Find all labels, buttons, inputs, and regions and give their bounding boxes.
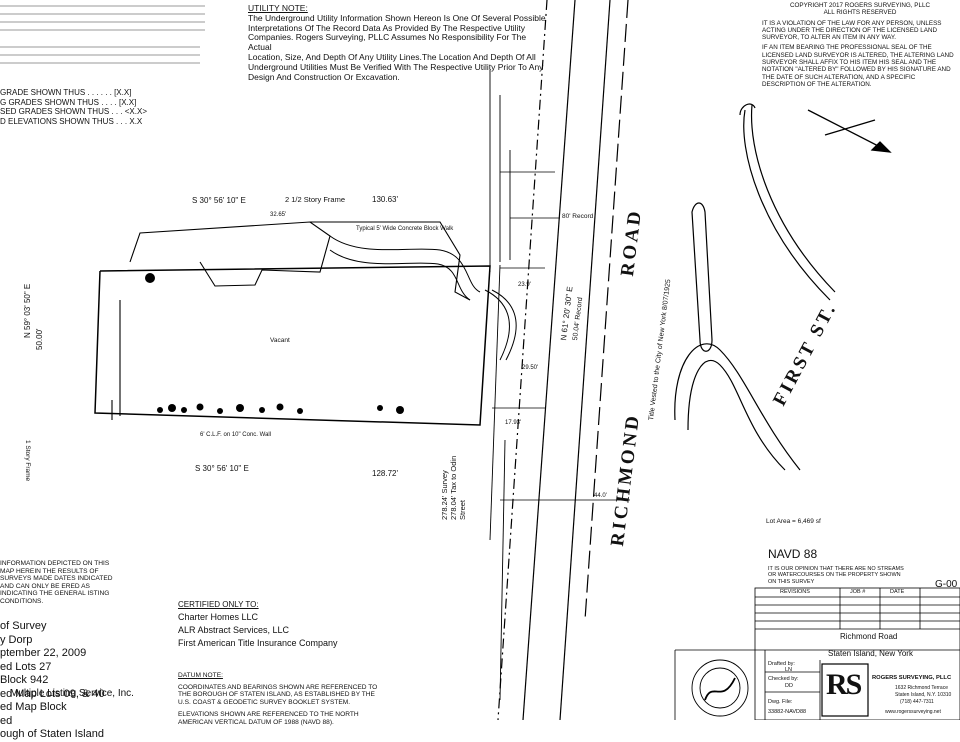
company-logo: RS: [826, 668, 862, 701]
utility-note-heading: UTILITY NOTE:: [248, 3, 308, 13]
job-label: JOB #: [850, 589, 866, 595]
dist-top: 130.63': [372, 195, 398, 204]
utility-note-line: Companies. Rogers Surveying, PLLC Assume…: [248, 32, 527, 53]
project-location: Staten Island, New York: [828, 649, 913, 658]
revisions-label: REVISIONS: [780, 589, 810, 595]
dim-3: 23.9': [518, 282, 531, 288]
utility-note-line: Underground Utilities Must Be Verified W…: [248, 61, 544, 72]
datum-heading: DATUM NOTE:: [178, 672, 223, 679]
copyright-line: COPYRIGHT 2017 ROGERS SURVEYING, PLLC: [789, 2, 931, 9]
certified-heading: CERTIFIED ONLY TO:: [178, 600, 259, 609]
bearing-left: N 59° 03' 50" E: [23, 283, 32, 338]
survey-info-line: ptember 22, 2009: [0, 647, 87, 659]
drafted-label: Drafted by:: [768, 661, 795, 667]
datum-note: DATUM NOTE: COORDINATES AND BEARINGS SHO…: [178, 672, 378, 726]
copyright-note: COPYRIGHT 2017 ROGERS SURVEYING, PLLC AL…: [762, 2, 958, 88]
company-web: www.rogerssurveying.net: [885, 709, 941, 715]
dim-1: 32.65': [270, 212, 287, 218]
company-phone: (718) 447-7311: [900, 699, 934, 705]
legend-line: GRADE SHOWN THUS . . . . . . [X.X]: [0, 88, 132, 97]
legend-line: G GRADES SHOWN THUS . . . . [X.X]: [0, 97, 137, 107]
bearing-left-text: N 59° 03' 50" E: [23, 283, 32, 338]
project-name: Richmond Road: [840, 632, 898, 641]
survey-info-line: of Survey: [0, 620, 47, 632]
utility-note-line: Location, Size, And Depth Of Any Utility…: [248, 51, 536, 62]
street-distance-text: 278.24' Survey 278.04' Tax to Odin Stree…: [440, 455, 467, 520]
checked-label: Checked by:: [768, 676, 799, 682]
sheet-number: G-00: [935, 579, 958, 590]
legend-line: SED GRADES SHOWN THUS . . . <X.X>: [0, 107, 147, 116]
clf-label: 6' C.L.F. on 10" Conc. Wall: [200, 432, 272, 438]
certified-line: ALR Abstract Services, LLC: [178, 625, 290, 635]
dim-5: 17.93': [505, 420, 522, 426]
dist-left-text: 50.00': [35, 328, 44, 350]
copyright-line: ALL RIGHTS RESERVED: [823, 9, 897, 17]
survey-info-line: ed: [0, 714, 13, 727]
survey-info-line: ed Map Block: [0, 701, 67, 713]
legend-line: D ELEVATIONS SHOWN THUS . . . X.X: [0, 116, 143, 126]
record-label: 80' Record: [562, 213, 594, 220]
certified-block: CERTIFIED ONLY TO: Charter Homes LLC ALR…: [178, 598, 338, 650]
info-depicted-note: INFORMATION DEPICTED ON THIS MAP HEREIN …: [0, 560, 113, 605]
copyright-para: IT IS A VIOLATION OF THE LAW FOR ANY PER…: [762, 19, 942, 42]
utility-note-line: Design And Construction Or Excavation.: [248, 71, 400, 82]
certified-line: Charter Homes LLC: [178, 612, 259, 622]
navd-label: NAVD 88: [768, 547, 818, 561]
street-distance: 278.24' Survey 278.04' Tax to Odin Stree…: [440, 450, 467, 520]
date-label: DATE: [890, 589, 905, 595]
datum-body: COORDINATES AND BEARINGS SHOWN ARE REFER…: [178, 683, 378, 707]
survey-info-line: ough of Staten Island: [0, 728, 104, 740]
walk-label: Typical 5' Wide Concrete Block Walk: [356, 226, 454, 232]
bearing-top: S 30° 56' 10" E: [192, 196, 246, 205]
frame-label: 2 1/2 Story Frame: [285, 195, 346, 204]
streams-note: IT IS OUR OPINION THAT THERE ARE NO STRE…: [768, 566, 904, 585]
dim-4: 29.50': [522, 365, 539, 371]
company-name: ROGERS SURVEYING, PLLC: [872, 675, 952, 681]
company-address-2: Staten Island, N.Y. 10310: [895, 692, 952, 698]
utility-note: UTILITY NOTE: The Underground Utility In…: [248, 3, 548, 82]
dist-left: 50.00': [35, 328, 44, 350]
survey-linework: [0, 0, 960, 720]
checked-value: DD: [785, 683, 793, 689]
bearing-bottom: S 30° 56' 10" E: [195, 464, 249, 473]
datum-body-2: ELEVATIONS SHOWN ARE REFERENCED TO THE N…: [178, 710, 359, 726]
dwg-value: 33882-NAVD88: [768, 709, 807, 715]
frame-left-text: 1 Story Frame: [24, 440, 31, 482]
dist-bottom: 128.72': [372, 469, 398, 478]
survey-info-line: Block 942: [0, 674, 49, 686]
survey-info-line: y Dorp: [0, 633, 33, 646]
grade-legend: GRADE SHOWN THUS . . . . . . [X.X] G GRA…: [0, 88, 147, 126]
company-address-1: 1632 Richmond Terrace: [895, 685, 948, 691]
survey-info-line: ed Lots 27: [0, 660, 52, 673]
frame-left: 1 Story Frame: [24, 440, 31, 481]
copyright-para: IF AN ITEM BEARING THE PROFESSIONAL SEAL…: [762, 44, 954, 88]
certified-line: First American Title Insurance Company: [178, 638, 338, 648]
drafted-value: LN: [785, 667, 793, 673]
survey-info-block: of Survey y Dorp ptember 22, 2009 ed Lot…: [0, 620, 134, 742]
lot-area: Lot Area = 6,469 sf: [766, 518, 821, 525]
survey-info-line: Multiple Listing Service, Inc.: [10, 688, 134, 699]
survey-info-line: ed Map Lots 09, & 40: [0, 687, 105, 700]
dim-2: 44.0': [594, 493, 607, 499]
utility-note-line: Interpretations Of The Record Data As Pr…: [248, 22, 526, 33]
utility-note-line: The Underground Utility Information Show…: [248, 12, 546, 23]
vacant-label: Vacant: [270, 337, 290, 344]
dwg-label: Dwg. File:: [768, 699, 793, 705]
